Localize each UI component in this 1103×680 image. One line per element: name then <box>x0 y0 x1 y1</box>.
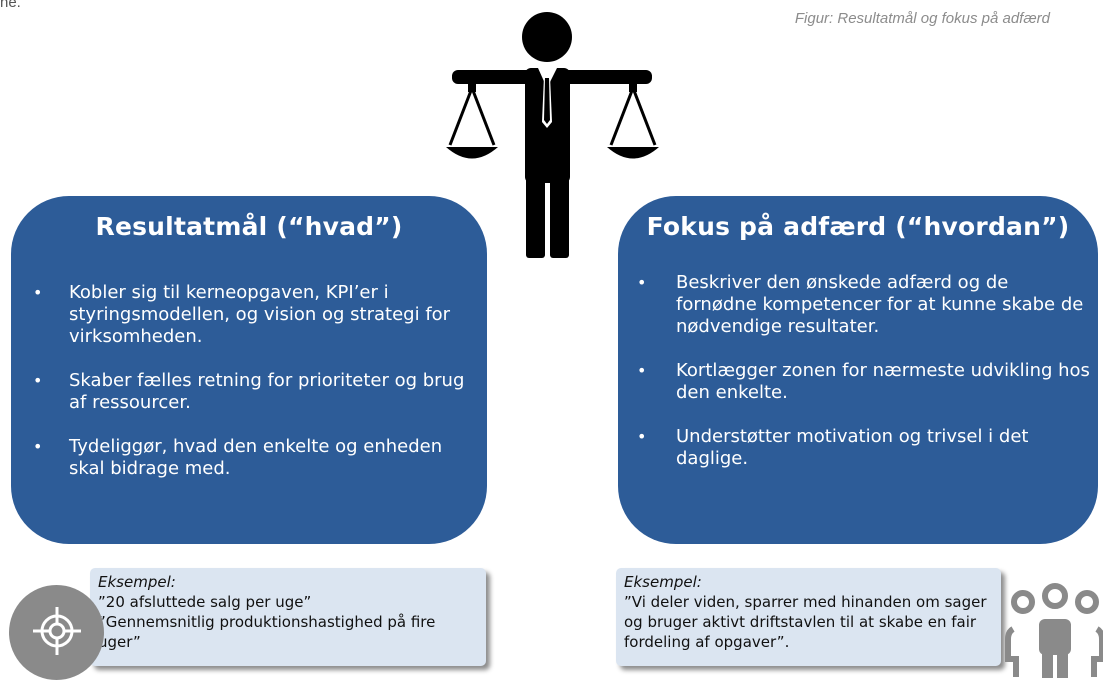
bullet-icon: • <box>637 361 647 380</box>
example-line: ”20 afsluttede salg per uge” <box>98 593 312 611</box>
list-item: • Beskriver den ønskede adfærd og de forn… <box>618 272 1098 338</box>
results-example-box: Eksempel: ”20 afsluttede salg per uge” ”… <box>90 568 486 666</box>
list-item: • Tydeliggør, hvad den enkelte og enheden… <box>11 436 487 480</box>
example-heading: Eksempel: <box>98 573 176 591</box>
bullet-icon: • <box>33 437 43 456</box>
list-item-text: Tydeliggør, hvad den enkelte og enheden … <box>69 436 443 479</box>
bullet-icon: • <box>33 371 43 390</box>
bullet-icon: • <box>637 427 647 446</box>
list-item: • Kobler sig til kerneopgaven, KPI’er i s… <box>11 282 487 348</box>
panel-title: Fokus på adfærd (“hvordan”) <box>646 212 1070 241</box>
example-heading: Eksempel: <box>624 573 702 591</box>
list-item: • Kortlægger zonen for nærmeste udvikling… <box>618 360 1098 404</box>
example-line: ”Gennemsnitlig produktionshastighed på f… <box>98 613 436 651</box>
figure-caption: Figur: Resultatmål og fokus på adfærd <box>794 10 1050 27</box>
results-goal-panel: Resultatmål (“hvad”) • Kobler sig til ker… <box>11 196 487 544</box>
bullet-list: • Beskriver den ønskede adfærd og de forn… <box>618 272 1098 492</box>
behavior-focus-panel: Fokus på adfærd (“hvordan”) • Beskriver d… <box>618 196 1098 544</box>
bullet-icon: • <box>33 283 43 302</box>
example-text: ”Vi deler viden, sparrer med hinanden om… <box>624 593 987 651</box>
panel-title: Resultatmål (“hvad”) <box>95 212 403 241</box>
list-item: • Understøtter motivation og trivsel i de… <box>618 426 1098 470</box>
scales-person-icon <box>446 12 659 258</box>
list-item-text: Understøtter motivation og trivsel i det… <box>676 426 1029 469</box>
bullet-list: • Kobler sig til kerneopgaven, KPI’er i s… <box>11 282 487 502</box>
list-item-text: Kobler sig til kerneopgaven, KPI’er i st… <box>69 282 451 347</box>
target-icon <box>9 585 104 680</box>
list-item-text: Skaber fælles retning for prioriteter og… <box>69 370 465 413</box>
list-item-text: Beskriver den ønskede adfærd og de fornø… <box>676 272 1084 337</box>
people-icon <box>1005 583 1103 678</box>
stray-text: ne. <box>0 0 21 11</box>
bullet-icon: • <box>637 273 647 292</box>
list-item-text: Kortlægger zonen for nærmeste udvikling … <box>676 360 1090 403</box>
list-item: • Skaber fælles retning for prioriteter o… <box>11 370 487 414</box>
behavior-example-box: Eksempel: ”Vi deler viden, sparrer med h… <box>616 568 1001 666</box>
